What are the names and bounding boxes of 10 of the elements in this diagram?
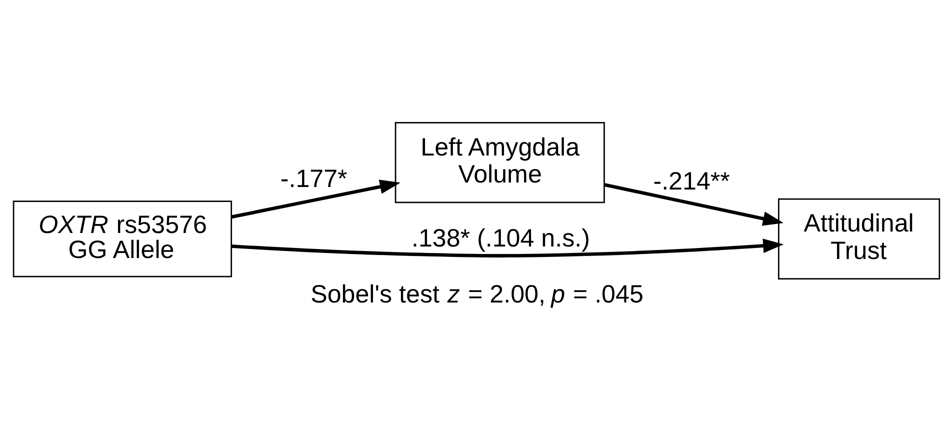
- node-box: Left Amygdala Volume: [394, 121, 604, 203]
- arrow: [603, 182, 783, 226]
- edge-label: -.214**: [652, 166, 730, 195]
- edge-label: -.177*: [280, 164, 347, 193]
- node-box: OXTR rs53576 GG Allele: [12, 200, 232, 277]
- caption: Sobel's test z = 2.00, p = .045: [310, 280, 643, 308]
- edge-label: .138* (.104 n.s.): [411, 224, 590, 252]
- arrow: [230, 179, 400, 218]
- node-box: Attitudinal Trust: [777, 198, 940, 280]
- arrow: [230, 238, 784, 257]
